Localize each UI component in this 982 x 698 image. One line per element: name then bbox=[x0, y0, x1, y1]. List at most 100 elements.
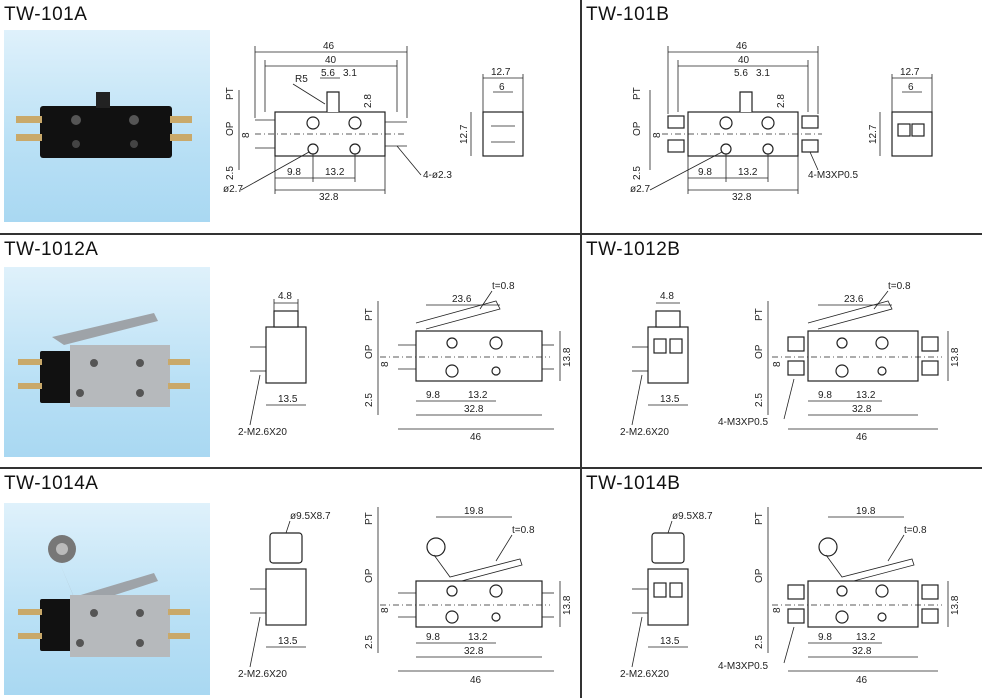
screw-callout-2: 4-M3XP0.5 bbox=[718, 417, 768, 428]
dim-13-2: 13.2 bbox=[738, 167, 758, 178]
product-photo bbox=[4, 503, 210, 695]
dim-2-5: 2.5 bbox=[632, 166, 643, 180]
dim-13-5: 13.5 bbox=[660, 394, 680, 405]
dimension-drawing: 4.8 13.5 2-M2.6X20 23.6 t=0.8 PT OP 8 2.… bbox=[238, 281, 573, 443]
dim-13-2: 13.2 bbox=[468, 390, 488, 401]
dim-2-5: 2.5 bbox=[754, 635, 765, 649]
dim-op: OP bbox=[364, 344, 375, 359]
dim-8: 8 bbox=[652, 132, 663, 138]
dim-5-6: 5.6 bbox=[734, 68, 748, 79]
dim-op: OP bbox=[364, 568, 375, 583]
dim-5-6: 5.6 bbox=[321, 68, 335, 79]
dim-13-8: 13.8 bbox=[562, 347, 573, 367]
dim-pt: PT bbox=[754, 512, 765, 525]
dim-2-8: 2.8 bbox=[363, 94, 374, 108]
dim-46: 46 bbox=[736, 41, 748, 52]
dim-9-8: 9.8 bbox=[818, 390, 832, 401]
dim-40: 40 bbox=[325, 55, 337, 66]
panel-title: TW-101B bbox=[586, 4, 670, 25]
switch-photo-image bbox=[18, 535, 190, 657]
dim-9-8: 9.8 bbox=[287, 167, 301, 178]
dim-8: 8 bbox=[380, 361, 391, 367]
dim-6: 6 bbox=[908, 82, 914, 93]
dim-13-8: 13.8 bbox=[950, 595, 961, 615]
dim-op: OP bbox=[632, 121, 643, 136]
roller-callout: ø9.5X8.7 bbox=[672, 511, 713, 522]
dim-23-6: 23.6 bbox=[844, 294, 864, 305]
panel-title: TW-1012A bbox=[4, 239, 99, 260]
panel-title: TW-1012B bbox=[586, 239, 681, 260]
panel-title: TW-1014B bbox=[586, 473, 681, 494]
dim-8: 8 bbox=[380, 607, 391, 613]
dim-op: OP bbox=[225, 121, 236, 136]
dim-2-5: 2.5 bbox=[754, 393, 765, 407]
dim-13-5: 13.5 bbox=[278, 394, 298, 405]
dim-3-1: 3.1 bbox=[343, 68, 357, 79]
dim-13-8: 13.8 bbox=[562, 595, 573, 615]
switch-photo-image bbox=[16, 92, 192, 158]
dim-3-1: 3.1 bbox=[756, 68, 770, 79]
dim-9-8: 9.8 bbox=[426, 390, 440, 401]
dim-13-2: 13.2 bbox=[468, 632, 488, 643]
panel-tw-1014a: TW-1014A ø9.5X8.7 13.5 2-M2.6X20 1 bbox=[0, 469, 580, 698]
dim-pt: PT bbox=[754, 308, 765, 321]
dim-46: 46 bbox=[323, 41, 335, 52]
dim-46: 46 bbox=[470, 432, 482, 443]
hole-callout: 4-ø2.3 bbox=[423, 170, 452, 181]
dim-9-8: 9.8 bbox=[426, 632, 440, 643]
dim-46: 46 bbox=[856, 432, 868, 443]
dimension-drawing: 4.8 13.5 2-M2.6X20 23.6 t=0.8 PT OP 8 2.… bbox=[620, 281, 961, 443]
dim-phi-2-7: ø2.7 bbox=[630, 184, 650, 195]
dim-2-5: 2.5 bbox=[364, 635, 375, 649]
screw-callout: 4-M3XP0.5 bbox=[808, 170, 858, 181]
dimension-drawing: ø9.5X8.7 13.5 2-M2.6X20 19.8 t=0.8 PT OP… bbox=[238, 506, 573, 686]
dim-19-8: 19.8 bbox=[856, 506, 876, 517]
vertical-divider bbox=[580, 0, 582, 698]
dim-pt: PT bbox=[225, 87, 236, 100]
dim-13-5: 13.5 bbox=[278, 636, 298, 647]
dim-8: 8 bbox=[241, 132, 252, 138]
dim-32-8: 32.8 bbox=[464, 646, 484, 657]
dim-4-8: 4.8 bbox=[278, 291, 292, 302]
panel-tw-1014b: TW-1014B ø9.5X8.7 13.5 2-M2.6X20 19.8 t=… bbox=[582, 469, 982, 698]
dim-12-7-width: 12.7 bbox=[900, 67, 920, 78]
dim-12-7-height: 12.7 bbox=[459, 124, 470, 144]
dimension-drawing: 46 40 5.6 3.1 R5 PT OP 8 2.5 2.8 9.8 13.… bbox=[223, 41, 524, 203]
screw-callout-2: 4-M3XP0.5 bbox=[718, 661, 768, 672]
horizontal-divider-1 bbox=[0, 233, 982, 235]
dim-op: OP bbox=[754, 568, 765, 583]
dim-13-2: 13.2 bbox=[856, 390, 876, 401]
dim-4-8: 4.8 bbox=[660, 291, 674, 302]
dim-32-8: 32.8 bbox=[732, 192, 752, 203]
dim-12-7-height: 12.7 bbox=[868, 124, 879, 144]
dim-2-5: 2.5 bbox=[225, 166, 236, 180]
dim-phi-2-7: ø2.7 bbox=[223, 184, 243, 195]
switch-photo-image bbox=[18, 313, 190, 407]
product-photo bbox=[4, 267, 210, 457]
dimension-drawing: ø9.5X8.7 13.5 2-M2.6X20 19.8 t=0.8 PT OP… bbox=[620, 506, 961, 686]
product-photo bbox=[4, 30, 210, 222]
panel-tw-1012b: TW-1012B 4.8 13.5 2-M2.6X20 23.6 t=0.8 P… bbox=[582, 235, 982, 467]
dim-13-2: 13.2 bbox=[325, 167, 345, 178]
dim-9-8: 9.8 bbox=[698, 167, 712, 178]
dim-19-8: 19.8 bbox=[464, 506, 484, 517]
screw-callout: 2-M2.6X20 bbox=[620, 669, 669, 680]
dim-13-2: 13.2 bbox=[856, 632, 876, 643]
panel-tw-1012a: TW-1012A 4.8 13.5 2-M2.6X20 23.6 bbox=[0, 235, 580, 467]
dim-32-8: 32.8 bbox=[852, 646, 872, 657]
thickness-label: t=0.8 bbox=[512, 525, 535, 536]
dim-13-8: 13.8 bbox=[950, 347, 961, 367]
dim-2-8: 2.8 bbox=[776, 94, 787, 108]
panel-tw-101b: TW-101B 46 40 5.6 3.1 PT OP 8 2.5 2.8 9.… bbox=[582, 0, 982, 233]
screw-callout: 2-M2.6X20 bbox=[238, 669, 287, 680]
dim-8: 8 bbox=[772, 607, 783, 613]
horizontal-divider-2 bbox=[0, 467, 982, 469]
thickness-label: t=0.8 bbox=[888, 281, 911, 292]
dim-op: OP bbox=[754, 344, 765, 359]
roller-callout: ø9.5X8.7 bbox=[290, 511, 331, 522]
dim-40: 40 bbox=[738, 55, 750, 66]
dim-32-8: 32.8 bbox=[464, 404, 484, 415]
dim-9-8: 9.8 bbox=[818, 632, 832, 643]
panel-title: TW-1014A bbox=[4, 473, 99, 494]
screw-callout: 2-M2.6X20 bbox=[238, 427, 287, 438]
